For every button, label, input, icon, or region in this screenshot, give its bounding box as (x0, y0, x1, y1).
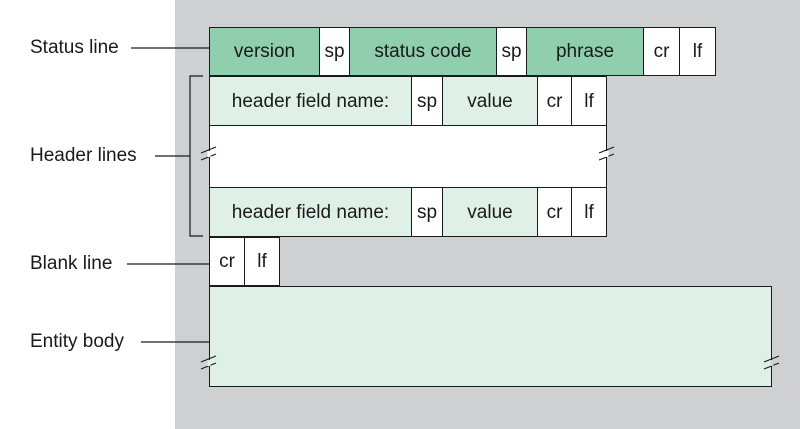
header2-sp-cell: sp (411, 187, 443, 237)
entity-body-box (209, 286, 772, 387)
status-code-cell: status code (349, 27, 497, 76)
status-lf-cell: lf (679, 27, 716, 76)
header-break-right-1 (598, 146, 615, 154)
header-lines-continuation (209, 125, 607, 188)
header2-value-cell: value (442, 187, 538, 237)
entity-break-left-1 (200, 355, 217, 363)
header-lines-label: Header lines (30, 145, 137, 166)
entity-break-right-1 (763, 355, 780, 363)
header1-cr-cell: cr (537, 76, 572, 126)
header2-lf-cell: lf (571, 187, 607, 237)
header1-lf-cell: lf (571, 76, 607, 126)
status-line-label: Status line (30, 37, 119, 58)
blank-line-label: Blank line (30, 253, 113, 274)
entity-body-label: Entity body (30, 331, 124, 352)
blank-lf-cell: lf (244, 237, 280, 286)
header-lines-bracket (189, 75, 203, 237)
header-break-left-1 (200, 146, 217, 154)
status-version-cell: version (209, 27, 320, 76)
header1-sp-cell: sp (411, 76, 443, 126)
header1-value-cell: value (442, 76, 538, 126)
header1-field-name-cell: header field name: (209, 76, 412, 126)
header2-field-name-cell: header field name: (209, 187, 412, 237)
